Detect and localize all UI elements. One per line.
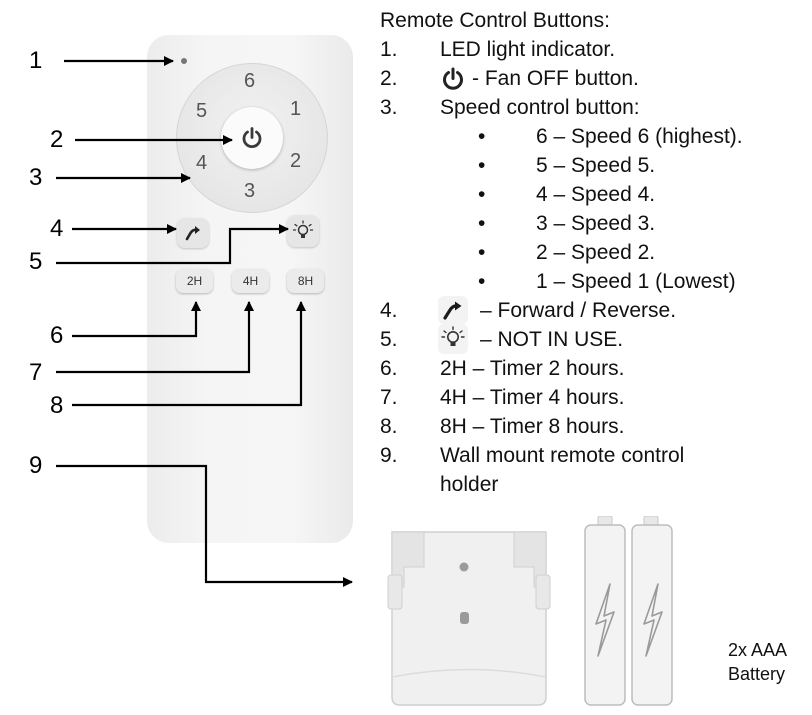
item-text-1: LED light indicator. <box>440 38 616 61</box>
callout-3: 3 <box>29 164 43 191</box>
light-bulb-icon <box>290 218 316 249</box>
battery-label-line1: 2x AAA <box>728 640 788 660</box>
item-text-9-line1: Wall mount remote control <box>440 444 685 467</box>
list-heading: Remote Control Buttons: <box>380 9 610 32</box>
speed-6-label[interactable]: 6 <box>244 70 256 92</box>
reverse-button[interactable] <box>177 218 209 248</box>
callout-2: 2 <box>50 126 64 153</box>
callout-6: 6 <box>50 322 64 349</box>
item-num-2: 2. <box>380 67 398 90</box>
arrow-9 <box>56 464 353 587</box>
power-icon <box>240 125 264 156</box>
item-num-7: 7. <box>380 386 398 409</box>
reverse-arrow-icon <box>181 221 205 250</box>
item-num-6: 6. <box>380 357 398 380</box>
speed-bullet: • <box>478 270 486 293</box>
callout-8: 8 <box>50 392 64 419</box>
item-num-5: 5. <box>380 328 398 351</box>
item-text-9-line2: holder <box>440 473 499 496</box>
led-indicator <box>181 58 187 64</box>
speed-item-3: 3 – Speed 3. <box>536 212 656 235</box>
speed-4-label[interactable]: 4 <box>196 152 208 174</box>
callout-4: 4 <box>50 215 64 242</box>
speed-item-5: 5 – Speed 5. <box>536 154 656 177</box>
callout-7: 7 <box>29 359 43 386</box>
speed-bullet: • <box>478 241 486 264</box>
item-text-3: Speed control button: <box>440 96 640 119</box>
speed-bullet: • <box>478 154 486 177</box>
speed-item-6: 6 – Speed 6 (highest). <box>536 125 743 148</box>
light-button[interactable] <box>287 215 319 247</box>
item-num-9: 9. <box>380 444 398 467</box>
item-text-7: 4H – Timer 4 hours. <box>440 386 625 409</box>
callout-1: 1 <box>29 47 43 74</box>
speed-1-label[interactable]: 1 <box>290 98 302 120</box>
item-num-3: 3. <box>380 96 398 119</box>
speed-2-label[interactable]: 2 <box>290 150 302 172</box>
item-num-8: 8. <box>380 415 398 438</box>
item-num-1: 1. <box>380 38 398 61</box>
power-icon <box>440 66 466 97</box>
item-num-4: 4. <box>380 299 398 322</box>
wall-mount-holder-icon <box>387 531 551 706</box>
speed-item-1: 1 – Speed 1 (Lowest) <box>536 270 736 293</box>
timer-8h-button[interactable]: 8H <box>287 269 324 293</box>
speed-item-2: 2 – Speed 2. <box>536 241 656 264</box>
speed-3-label[interactable]: 3 <box>244 180 256 202</box>
item-text-8: 8H – Timer 8 hours. <box>440 415 625 438</box>
arrow-5 <box>56 224 289 265</box>
item-text-2: - Fan OFF button. <box>472 67 639 90</box>
timer-2h-button[interactable]: 2H <box>176 269 213 293</box>
speed-bullet: • <box>478 212 486 235</box>
arrow-8 <box>72 301 306 407</box>
item-text-5: – NOT IN USE. <box>480 328 624 351</box>
callout-9: 9 <box>29 452 43 479</box>
reverse-arrow-icon <box>438 296 468 329</box>
item-text-4: – Forward / Reverse. <box>480 299 677 322</box>
timer-4h-button[interactable]: 4H <box>232 269 269 293</box>
light-bulb-icon <box>438 324 468 359</box>
battery-label-line2: Battery <box>728 664 786 684</box>
speed-bullet: • <box>478 183 486 206</box>
callout-5: 5 <box>29 248 43 275</box>
item-text-6: 2H – Timer 2 hours. <box>440 357 625 380</box>
arrow-7 <box>56 301 254 374</box>
speed-5-label[interactable]: 5 <box>196 100 208 122</box>
speed-bullet: • <box>478 125 486 148</box>
aaa-batteries-icon <box>584 516 673 706</box>
speed-item-4: 4 – Speed 4. <box>536 183 656 206</box>
arrow-6 <box>72 301 201 338</box>
